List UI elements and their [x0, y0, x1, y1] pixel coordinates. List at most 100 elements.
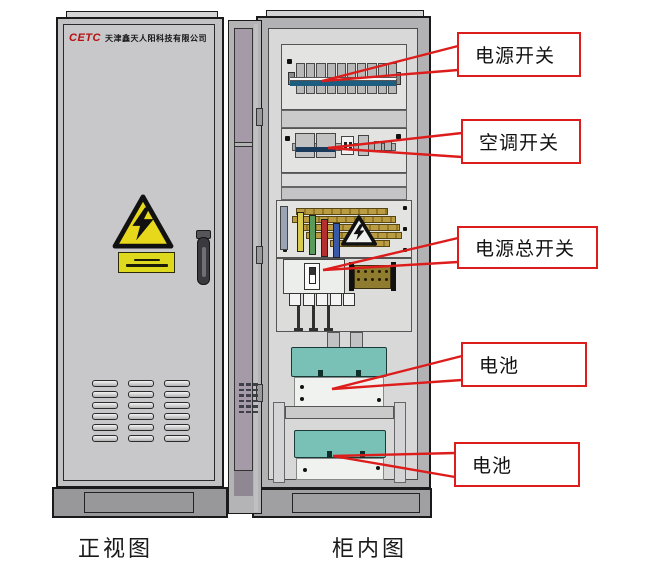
- busbar: [292, 216, 396, 223]
- frame-post: [350, 332, 363, 348]
- rack-blank-bar: [281, 173, 407, 187]
- breaker-blue-strip: [290, 81, 396, 86]
- breaker-cell: [387, 63, 397, 78]
- panel-screw: [403, 248, 407, 252]
- terminal-block-cap: [349, 262, 354, 291]
- door-vent-slot: [246, 388, 251, 391]
- callout-box-battery-lower: 电池: [454, 442, 580, 487]
- terminal-block-screws: [357, 270, 388, 281]
- vent-slot: [92, 391, 118, 398]
- callout-label: 电源开关: [475, 46, 556, 67]
- ac-breaker-label: [296, 147, 335, 152]
- terminal-cell: [316, 293, 328, 306]
- hazard-triangle-icon: [112, 194, 174, 249]
- door-vent-slot: [246, 394, 251, 397]
- vent-slot: [164, 380, 190, 387]
- warning-plate-text-line: [133, 258, 160, 261]
- breaker-cell: [316, 63, 326, 78]
- callout-box-ac-switch: 空调开关: [461, 119, 581, 164]
- door-vent-slot: [253, 410, 258, 413]
- frame-post: [327, 332, 340, 348]
- callout-label: 空调开关: [479, 133, 560, 154]
- vent-slot: [164, 424, 190, 431]
- battery-clip: [327, 451, 332, 458]
- battery-upper-cover: [294, 377, 384, 408]
- vent-slot: [164, 435, 190, 442]
- wire-end: [309, 328, 318, 331]
- door-hinge: [256, 108, 263, 126]
- battery-lower: [294, 430, 386, 458]
- terminal-module: [341, 136, 354, 155]
- ac-breaker: [316, 133, 336, 158]
- panel-screw: [403, 227, 407, 231]
- front-base-recess: [84, 492, 194, 513]
- door-vent-slot: [239, 399, 244, 402]
- phase-bar-blue: [333, 223, 340, 258]
- wire-end: [324, 328, 333, 331]
- main-breaker-toggle: [309, 267, 316, 284]
- battery-clip: [360, 451, 365, 458]
- busbar-insulator: [280, 206, 288, 250]
- door-vent-slot: [253, 388, 258, 391]
- breaker-cell: [367, 63, 377, 78]
- rack-blank-bar: [281, 110, 407, 128]
- phase-bar-yellow: [297, 212, 304, 252]
- caption-front-view: 正视图: [78, 536, 154, 561]
- caption-interior-view: 柜内图: [332, 536, 408, 561]
- door-vent-slot: [246, 410, 251, 413]
- terminal-dot: [343, 141, 347, 145]
- breaker-cell: [377, 63, 387, 78]
- vent-slot: [92, 402, 118, 409]
- battery-shelf: [285, 406, 394, 419]
- panel-screw: [283, 248, 287, 252]
- hazard-warning-plate: [118, 252, 175, 273]
- cover-screw: [376, 466, 380, 470]
- panel-screw: [285, 136, 290, 141]
- brand-row: CETC 天津鑫天人阳科技有限公司: [69, 30, 214, 46]
- vent-slot: [128, 413, 154, 420]
- door-vent-slot: [253, 405, 258, 408]
- callout-box-main-power-switch: 电源总开关: [457, 226, 598, 269]
- vent-slot: [164, 402, 190, 409]
- cetc-logo: CETC: [69, 32, 101, 44]
- din-end-stop: [374, 141, 382, 151]
- terminal-cell: [289, 293, 301, 306]
- breaker-cell: [336, 63, 346, 78]
- door-hinge: [256, 246, 263, 264]
- door-vent-slot: [239, 410, 244, 413]
- breaker-cell: [346, 63, 357, 78]
- terminal-screw: [378, 270, 381, 273]
- battery-bay-rail: [273, 402, 285, 483]
- terminal-screw: [371, 270, 374, 273]
- terminal-screw: [371, 278, 374, 281]
- terminal-screw: [357, 270, 360, 273]
- panel-screw: [287, 59, 292, 64]
- wire-end: [294, 328, 303, 331]
- callout-box-battery-upper: 电池: [461, 342, 587, 387]
- cover-screw: [303, 468, 307, 472]
- vent-slot: [164, 391, 190, 398]
- callout-label: 电池: [479, 356, 520, 377]
- door-vent-slot: [253, 399, 258, 402]
- door-bottom-panel: [234, 470, 253, 496]
- vent-slot: [92, 413, 118, 420]
- door-crossbar: [234, 142, 253, 147]
- open-door-panel: [234, 28, 253, 496]
- terminal-screw: [364, 270, 367, 273]
- terminal-screw: [378, 278, 381, 281]
- terminal-screw: [385, 278, 388, 281]
- vent-slot: [92, 435, 118, 442]
- terminal-dot: [348, 141, 352, 145]
- door-vent-slot: [239, 405, 244, 408]
- terminal-cell: [343, 293, 355, 306]
- callout-label: 电源总开关: [475, 239, 576, 260]
- wire: [327, 305, 330, 330]
- vent-slot: [164, 413, 190, 420]
- door-hinge: [256, 384, 263, 402]
- interior-base-recess: [292, 493, 420, 513]
- battery-upper: [291, 347, 387, 377]
- cover-screw: [377, 398, 381, 402]
- busbar-hazard-triangle-icon: [341, 215, 377, 246]
- door-vent-slot: [239, 383, 244, 386]
